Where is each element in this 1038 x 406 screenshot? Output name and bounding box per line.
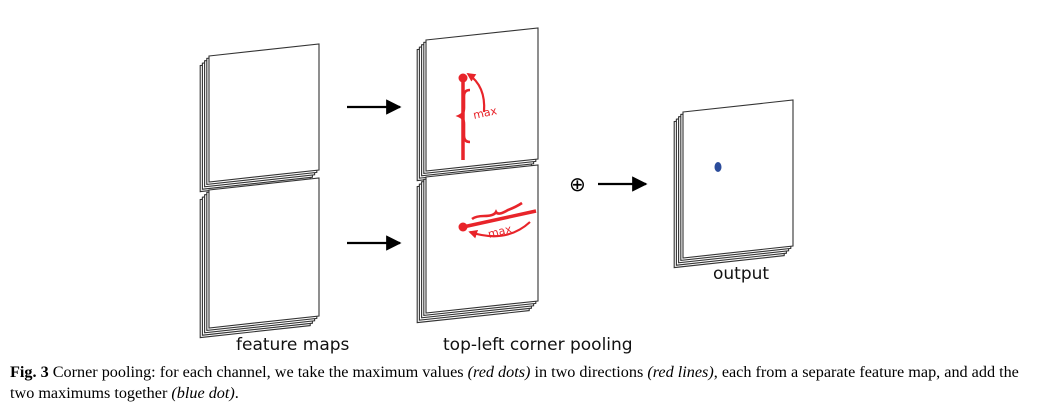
caption-text-3: , each from a separate feature map, and … — [10, 363, 1019, 402]
caption-text-1: Corner pooling: for each channel, we tak… — [48, 363, 468, 381]
caption-red-lines: (red lines) — [647, 363, 714, 381]
feature-maps-label: feature maps — [236, 335, 350, 355]
pooling-label: top-left corner pooling — [443, 335, 633, 355]
max-label-bottom: max — [487, 222, 514, 241]
horizontal-max-annotation: max — [458, 201, 537, 241]
output-label: output — [713, 264, 770, 284]
caption-fig-label: Fig. 3 — [10, 363, 49, 381]
figure-diagram: ⊕ max max — [199, 27, 794, 339]
caption-text-4: . — [234, 384, 239, 402]
caption-text-2: in two directions — [530, 363, 648, 381]
caption-red-dots: (red dots) — [467, 363, 531, 381]
feature-map-stack-bottom — [199, 177, 320, 339]
feature-sheet — [425, 164, 539, 314]
feature-map-stack-top — [199, 43, 320, 193]
red-dot-top — [458, 73, 468, 83]
red-dot-bottom — [458, 222, 468, 232]
figure-caption: Fig. 3 Corner pooling: for each channel,… — [10, 362, 1025, 404]
caption-blue-dot: (blue dot) — [171, 384, 235, 402]
plus-symbol: ⊕ — [569, 172, 586, 196]
vertical-max-annotation: max — [455, 73, 499, 160]
feature-sheet — [425, 27, 539, 172]
blue-dot-output — [714, 162, 722, 172]
feature-sheet — [208, 43, 320, 183]
feature-sheet — [682, 99, 794, 259]
output-stack — [673, 99, 794, 269]
pooling-stack-bottom — [416, 164, 539, 324]
pooling-stack-top — [416, 27, 539, 182]
max-label-top: max — [472, 104, 499, 122]
feature-sheet — [208, 177, 320, 329]
